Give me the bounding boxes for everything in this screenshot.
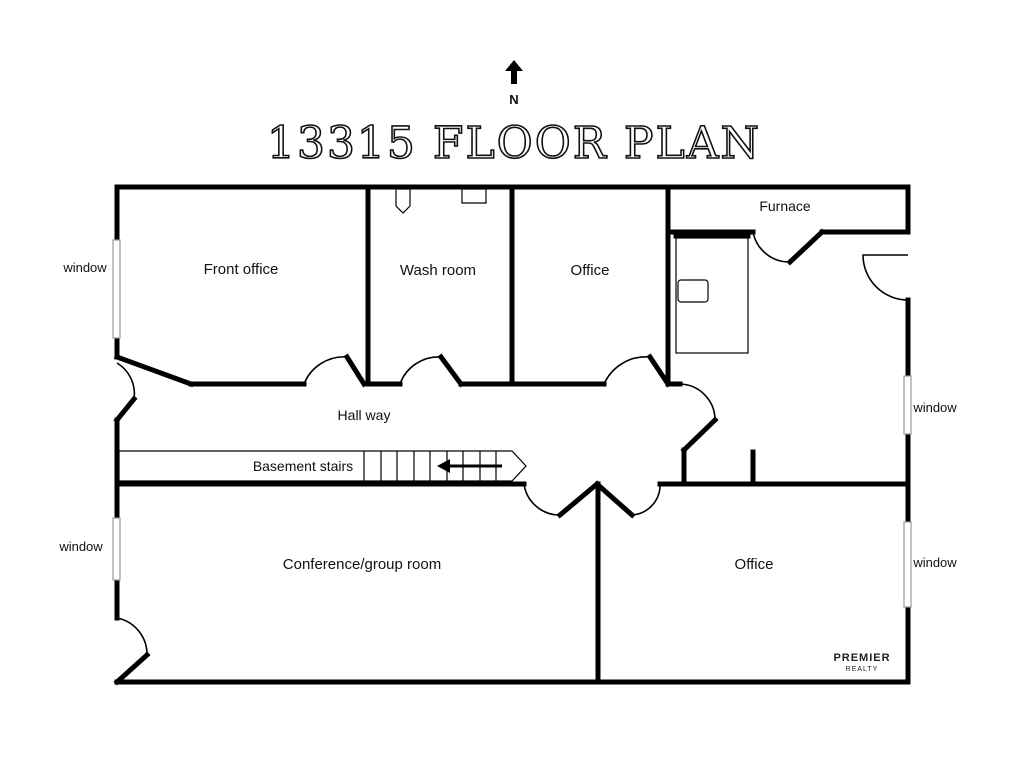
- north-arrow-icon: [505, 60, 523, 84]
- basement-stairs: [118, 450, 527, 482]
- room-label-wash-room: Wash room: [400, 262, 476, 279]
- window-label-east-lower: window: [912, 555, 957, 570]
- page-title: 13315 FLOOR PLAN: [267, 118, 761, 169]
- window-label-east-upper: window: [912, 400, 957, 415]
- window-label-west-lower: window: [58, 539, 103, 554]
- window-markers: [112, 239, 912, 608]
- stairs-arrow-icon: [437, 459, 502, 473]
- window-label-west-upper: window: [62, 260, 107, 275]
- closet-fixture-icon: [677, 279, 709, 303]
- room-label-office-south: Office: [735, 556, 774, 573]
- room-label-hallway: Hall way: [338, 407, 391, 423]
- door-swings: [116, 231, 909, 656]
- room-label-office-north: Office: [571, 262, 610, 279]
- interior-walls: [114, 184, 911, 685]
- room-label-conference: Conference/group room: [283, 556, 441, 573]
- logo-premier: PREMIER: [833, 652, 890, 664]
- room-label-basement-stairs: Basement stairs: [253, 458, 353, 474]
- logo-realty: REALTY: [846, 666, 879, 673]
- washroom-fixtures: [395, 188, 487, 214]
- room-label-front-office: Front office: [204, 261, 279, 278]
- north-label: N: [509, 92, 518, 107]
- room-label-furnace: Furnace: [759, 198, 811, 214]
